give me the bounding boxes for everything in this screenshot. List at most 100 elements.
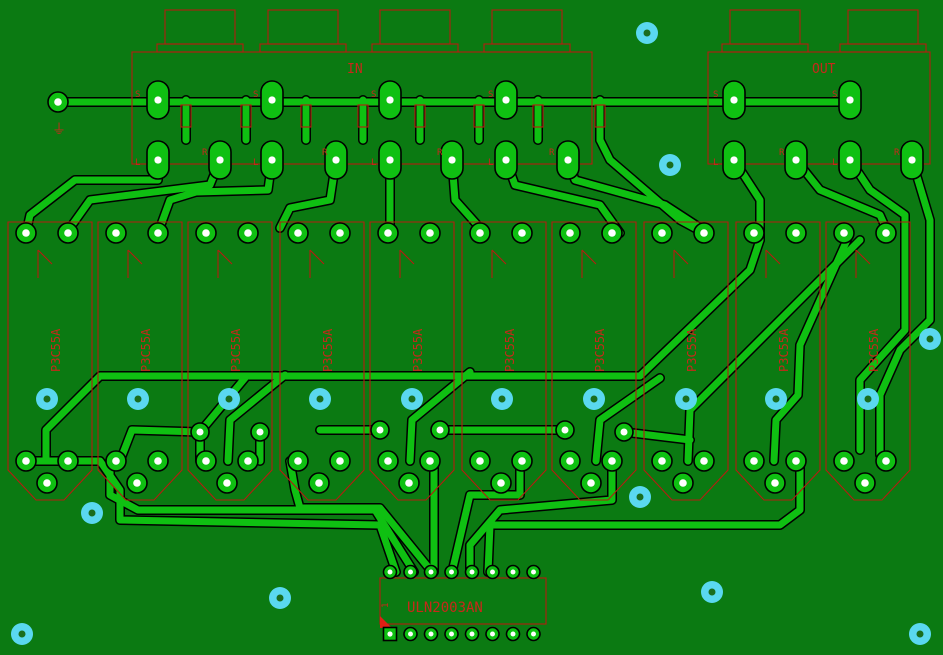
- relay-pad-d-1-drill: [64, 457, 72, 465]
- ic-pin1-marker: 1: [381, 603, 391, 608]
- relay-pad-c-7-drill: [566, 457, 574, 465]
- relay-pad-a-4-drill: [294, 229, 302, 237]
- relay-part-label-9: P3C55A: [777, 328, 791, 372]
- via-pad-3-drill: [376, 426, 384, 434]
- relay-contact-mark-6: [491, 249, 507, 278]
- relay-pad-d-10-drill: [882, 457, 890, 465]
- relay-pad-e-3-drill: [223, 479, 231, 487]
- bridge-line-5: [620, 428, 694, 444]
- coil-line-1: [22, 457, 400, 576]
- jack-pin-r-label-5: R: [779, 148, 785, 158]
- out-connector-label: OUT: [812, 62, 836, 77]
- relay-contact-mark-9: [765, 249, 781, 278]
- ground-pad-drill: [54, 98, 62, 106]
- out-jack-sleeve-pad-1-drill: [730, 96, 738, 104]
- relay-pad-b-4-drill: [336, 229, 344, 237]
- out-jack-signal-pad-2-drill: [792, 156, 800, 164]
- ic-bottom-pin-1-drill: [387, 631, 393, 637]
- pads-layer: [15, 80, 924, 642]
- jack-pin-l-label-6: L: [832, 158, 837, 168]
- relay-contact-mark-1: [37, 249, 53, 278]
- out-connector-outline: [707, 51, 931, 165]
- relay-bus-7: [592, 374, 664, 465]
- ic-outline: [379, 577, 547, 625]
- mount-hole-1-center: [643, 29, 651, 37]
- relay-contact-mark-4: [309, 249, 325, 278]
- ic-top-pin-7-drill: [510, 569, 516, 575]
- out-route-3: [876, 156, 934, 459]
- jack-pin-s-label-1: S: [135, 90, 140, 100]
- in-jack-sleeve-pad-2-drill: [268, 96, 276, 104]
- ic-top-pin-4-drill: [449, 569, 454, 575]
- in-jack-signal-pad-6-drill: [448, 156, 456, 164]
- relay-pad-c-8-drill: [658, 457, 666, 465]
- via-pad-6-drill: [620, 428, 628, 436]
- coil-line-2: [106, 457, 418, 576]
- relay-pad-c-5-drill: [384, 457, 392, 465]
- relay-part-label-8: P3C55A: [685, 328, 699, 372]
- via-pad-1-drill: [196, 428, 204, 436]
- relay-part-label-1: P3C55A: [49, 328, 63, 372]
- relay-outline-6: [461, 221, 547, 501]
- relay-outline-5: [369, 221, 455, 501]
- relay-pad-e-6-drill: [497, 479, 505, 487]
- mount-hole-16-center: [636, 493, 644, 501]
- out-jack-signal-pad-1-drill: [730, 156, 738, 164]
- relay-pad-b-10-drill: [882, 229, 890, 237]
- ground-symbol: ⏚: [52, 122, 66, 138]
- via-pad-2-drill: [256, 428, 264, 436]
- relay-pad-d-9-drill: [792, 457, 800, 465]
- relay-pad-d-5-drill: [426, 457, 434, 465]
- relay-bus-5: [406, 368, 474, 465]
- relay-pad-b-8-drill: [700, 229, 708, 237]
- mount-hole-17-center: [276, 594, 284, 602]
- relay-pad-b-7-drill: [608, 229, 616, 237]
- in-jack-sleeve-pad-4-drill: [502, 96, 510, 104]
- relay-pad-a-8-drill: [658, 229, 666, 237]
- in-route-9: [596, 136, 708, 237]
- ic-bottom-pin-3-drill: [428, 631, 434, 637]
- relay-pad-e-1-drill: [43, 479, 51, 487]
- mount-hole-20-center: [916, 630, 924, 638]
- relay-part-label-6: P3C55A: [503, 328, 517, 372]
- in-jack-signal-pad-3-drill: [268, 156, 276, 164]
- jack-pin-r-label-3: R: [437, 148, 443, 158]
- relay-pad-c-4-drill: [294, 457, 302, 465]
- relay-part-label-2: P3C55A: [139, 328, 153, 372]
- mount-hole-15-center: [88, 509, 96, 517]
- relay-pad-c-2-drill: [112, 457, 120, 465]
- ic-name-label: ULN2003AN: [407, 600, 483, 616]
- jack-pin-l-label-4: L: [488, 158, 493, 168]
- out-jack-signal-pad-4-drill: [908, 156, 916, 164]
- relay-pad-e-2-drill: [133, 479, 141, 487]
- jack-pin-r-label-4: R: [549, 148, 555, 158]
- mount-hole-4-center: [926, 335, 934, 343]
- jack-pin-r-label-6: R: [894, 148, 900, 158]
- jack-pin-l-label-5: L: [713, 158, 718, 168]
- mount-hole-8-center: [316, 395, 324, 403]
- resistor-5: [414, 104, 426, 128]
- mount-hole-14-center: [864, 395, 872, 403]
- ic-bottom-pin-7-drill: [510, 631, 516, 637]
- ic-top-pin-8-drill: [531, 569, 536, 575]
- relay-pad-a-5-drill: [384, 229, 392, 237]
- mount-hole-11-center: [590, 395, 598, 403]
- in-connector-outline: [131, 51, 593, 165]
- relay-pad-a-6-drill: [476, 229, 484, 237]
- jack-pin-l-label-3: L: [371, 158, 376, 168]
- jack-pin-s-label-5: S: [713, 90, 718, 100]
- jack-pin-l-label-2: L: [253, 158, 258, 168]
- coil-line-3: [286, 457, 436, 576]
- coil-line-5: [448, 457, 524, 576]
- relay-pad-b-1-drill: [64, 229, 72, 237]
- relay-part-label-3: P3C55A: [229, 328, 243, 372]
- ic-top-pin-5-drill: [469, 569, 475, 575]
- relay-pad-a-7-drill: [566, 229, 574, 237]
- in-jack-signal-pad-8-drill: [564, 156, 572, 164]
- in-jack-sleeve-pad-1-drill: [154, 96, 162, 104]
- ic-bottom-pin-5-drill: [469, 631, 475, 637]
- relay-outline-10: [825, 221, 911, 501]
- relay-pad-c-9-drill: [750, 457, 758, 465]
- in-route-3: [154, 156, 276, 237]
